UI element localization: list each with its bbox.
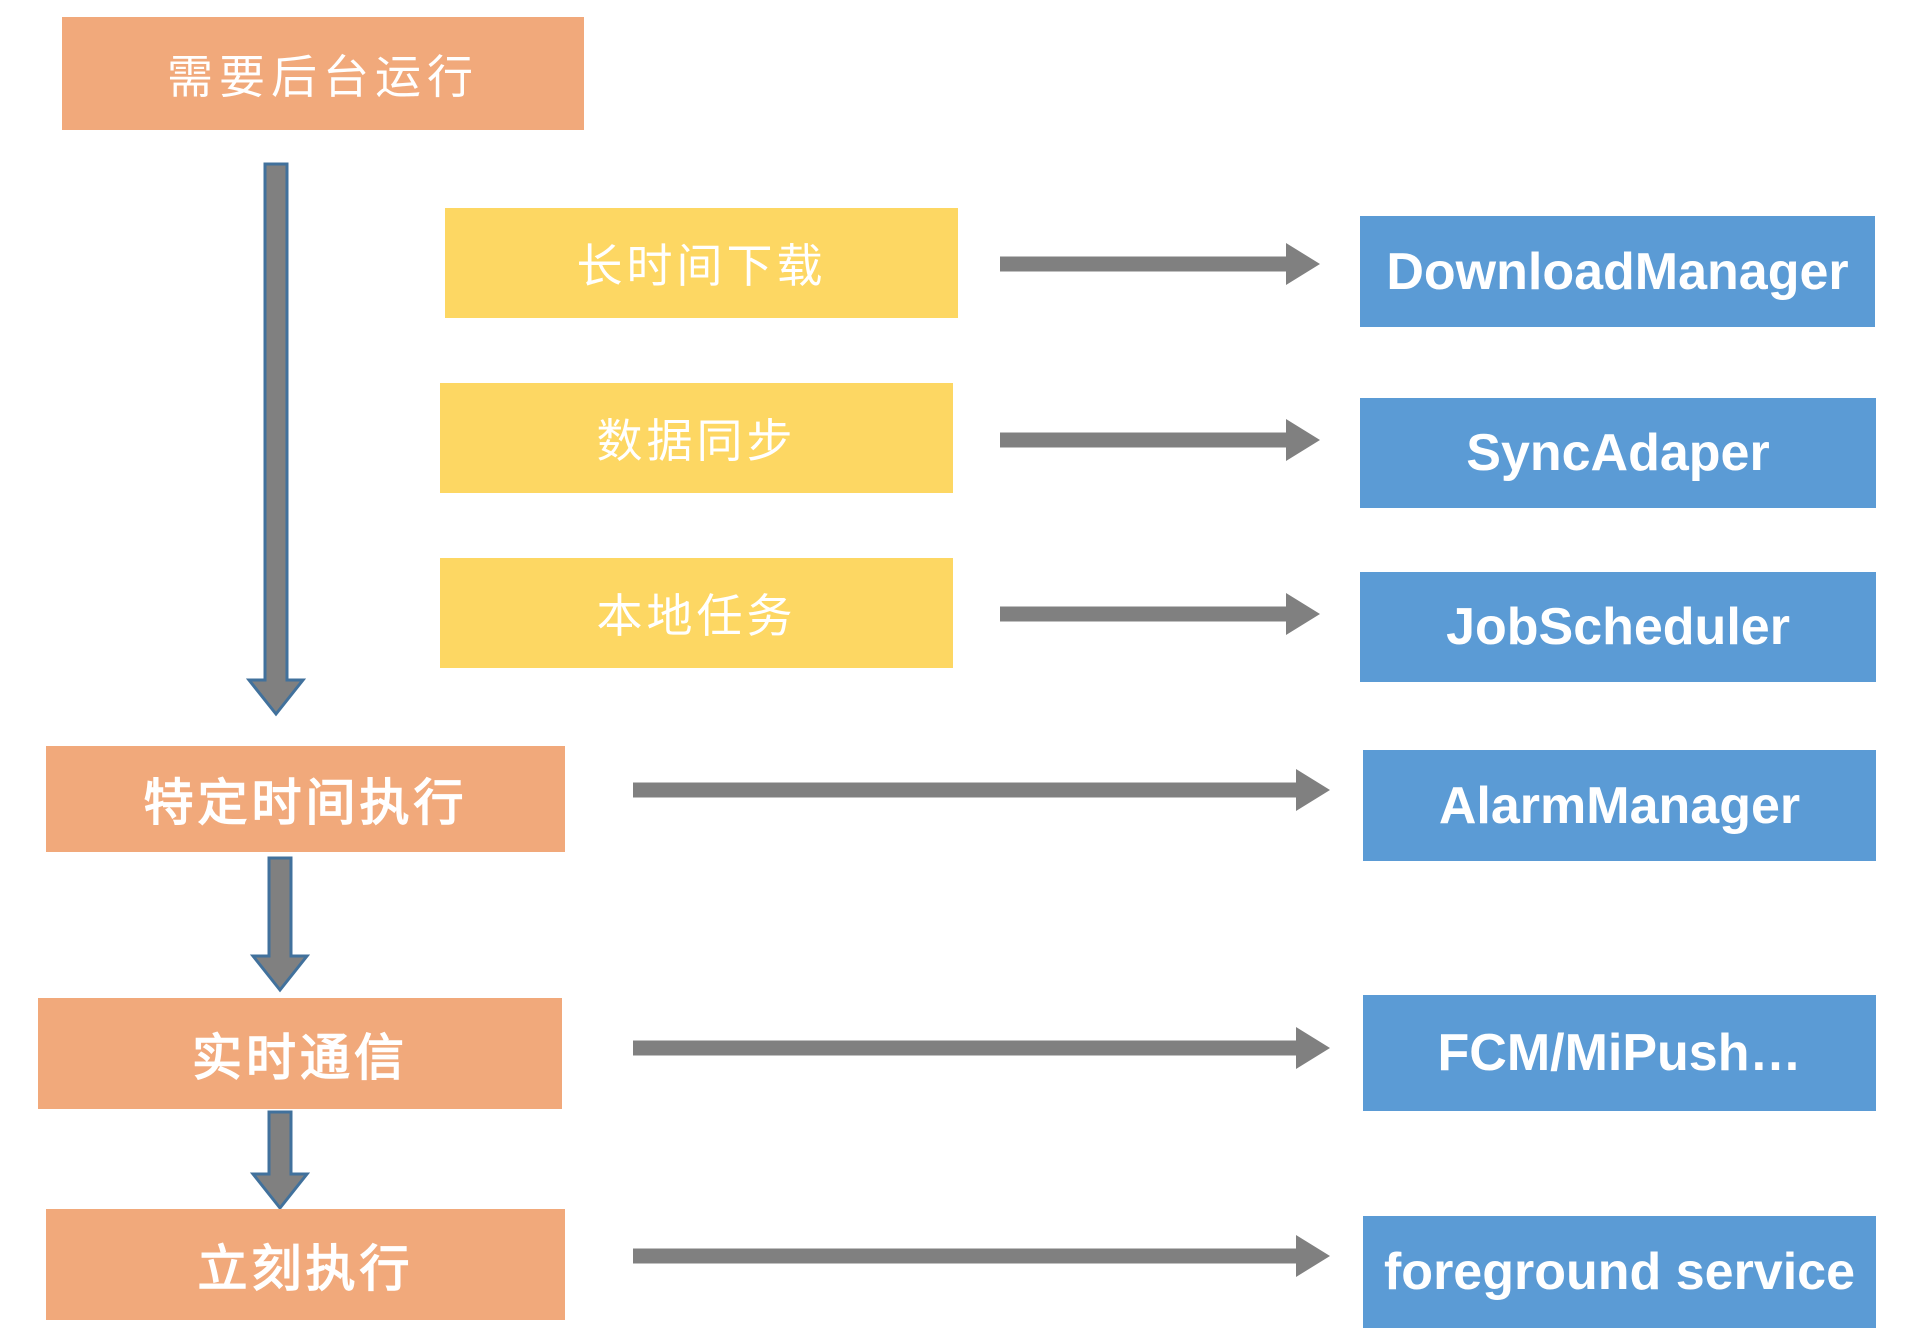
node-immediate-execution: 立刻执行 [46,1209,565,1320]
arrow-right-data-sync-to-syncadaper [1000,419,1320,461]
arrow-right-long-download-to-downloadmanager [1000,243,1320,285]
arrow-right-realtime-to-fcm-mipush [633,1027,1330,1069]
arrow-down-root-to-specific-time [245,162,307,717]
arrow-right-specific-time-to-alarmmanager [633,769,1330,811]
node-realtime-communication: 实时通信 [38,998,562,1109]
arrow-right-immediate-to-foreground-service [633,1235,1330,1277]
node-downloadmanager: DownloadManager [1360,216,1875,327]
node-specific-time: 特定时间执行 [46,746,565,852]
node-alarmmanager: AlarmManager [1363,750,1876,861]
node-syncadaper: SyncAdaper [1360,398,1876,508]
node-foreground-service: foreground service [1363,1216,1876,1328]
node-long-download: 长时间下载 [445,208,958,318]
node-fcm-mipush: FCM/MiPush… [1363,995,1876,1111]
node-jobscheduler: JobScheduler [1360,572,1876,682]
node-data-sync: 数据同步 [440,383,953,493]
arrow-right-local-task-to-jobscheduler [1000,593,1320,635]
arrow-down-specific-time-to-realtime [249,856,311,993]
arrow-down-realtime-to-immediate [249,1110,311,1211]
node-local-task: 本地任务 [440,558,953,668]
node-need-background: 需要后台运行 [62,17,584,130]
